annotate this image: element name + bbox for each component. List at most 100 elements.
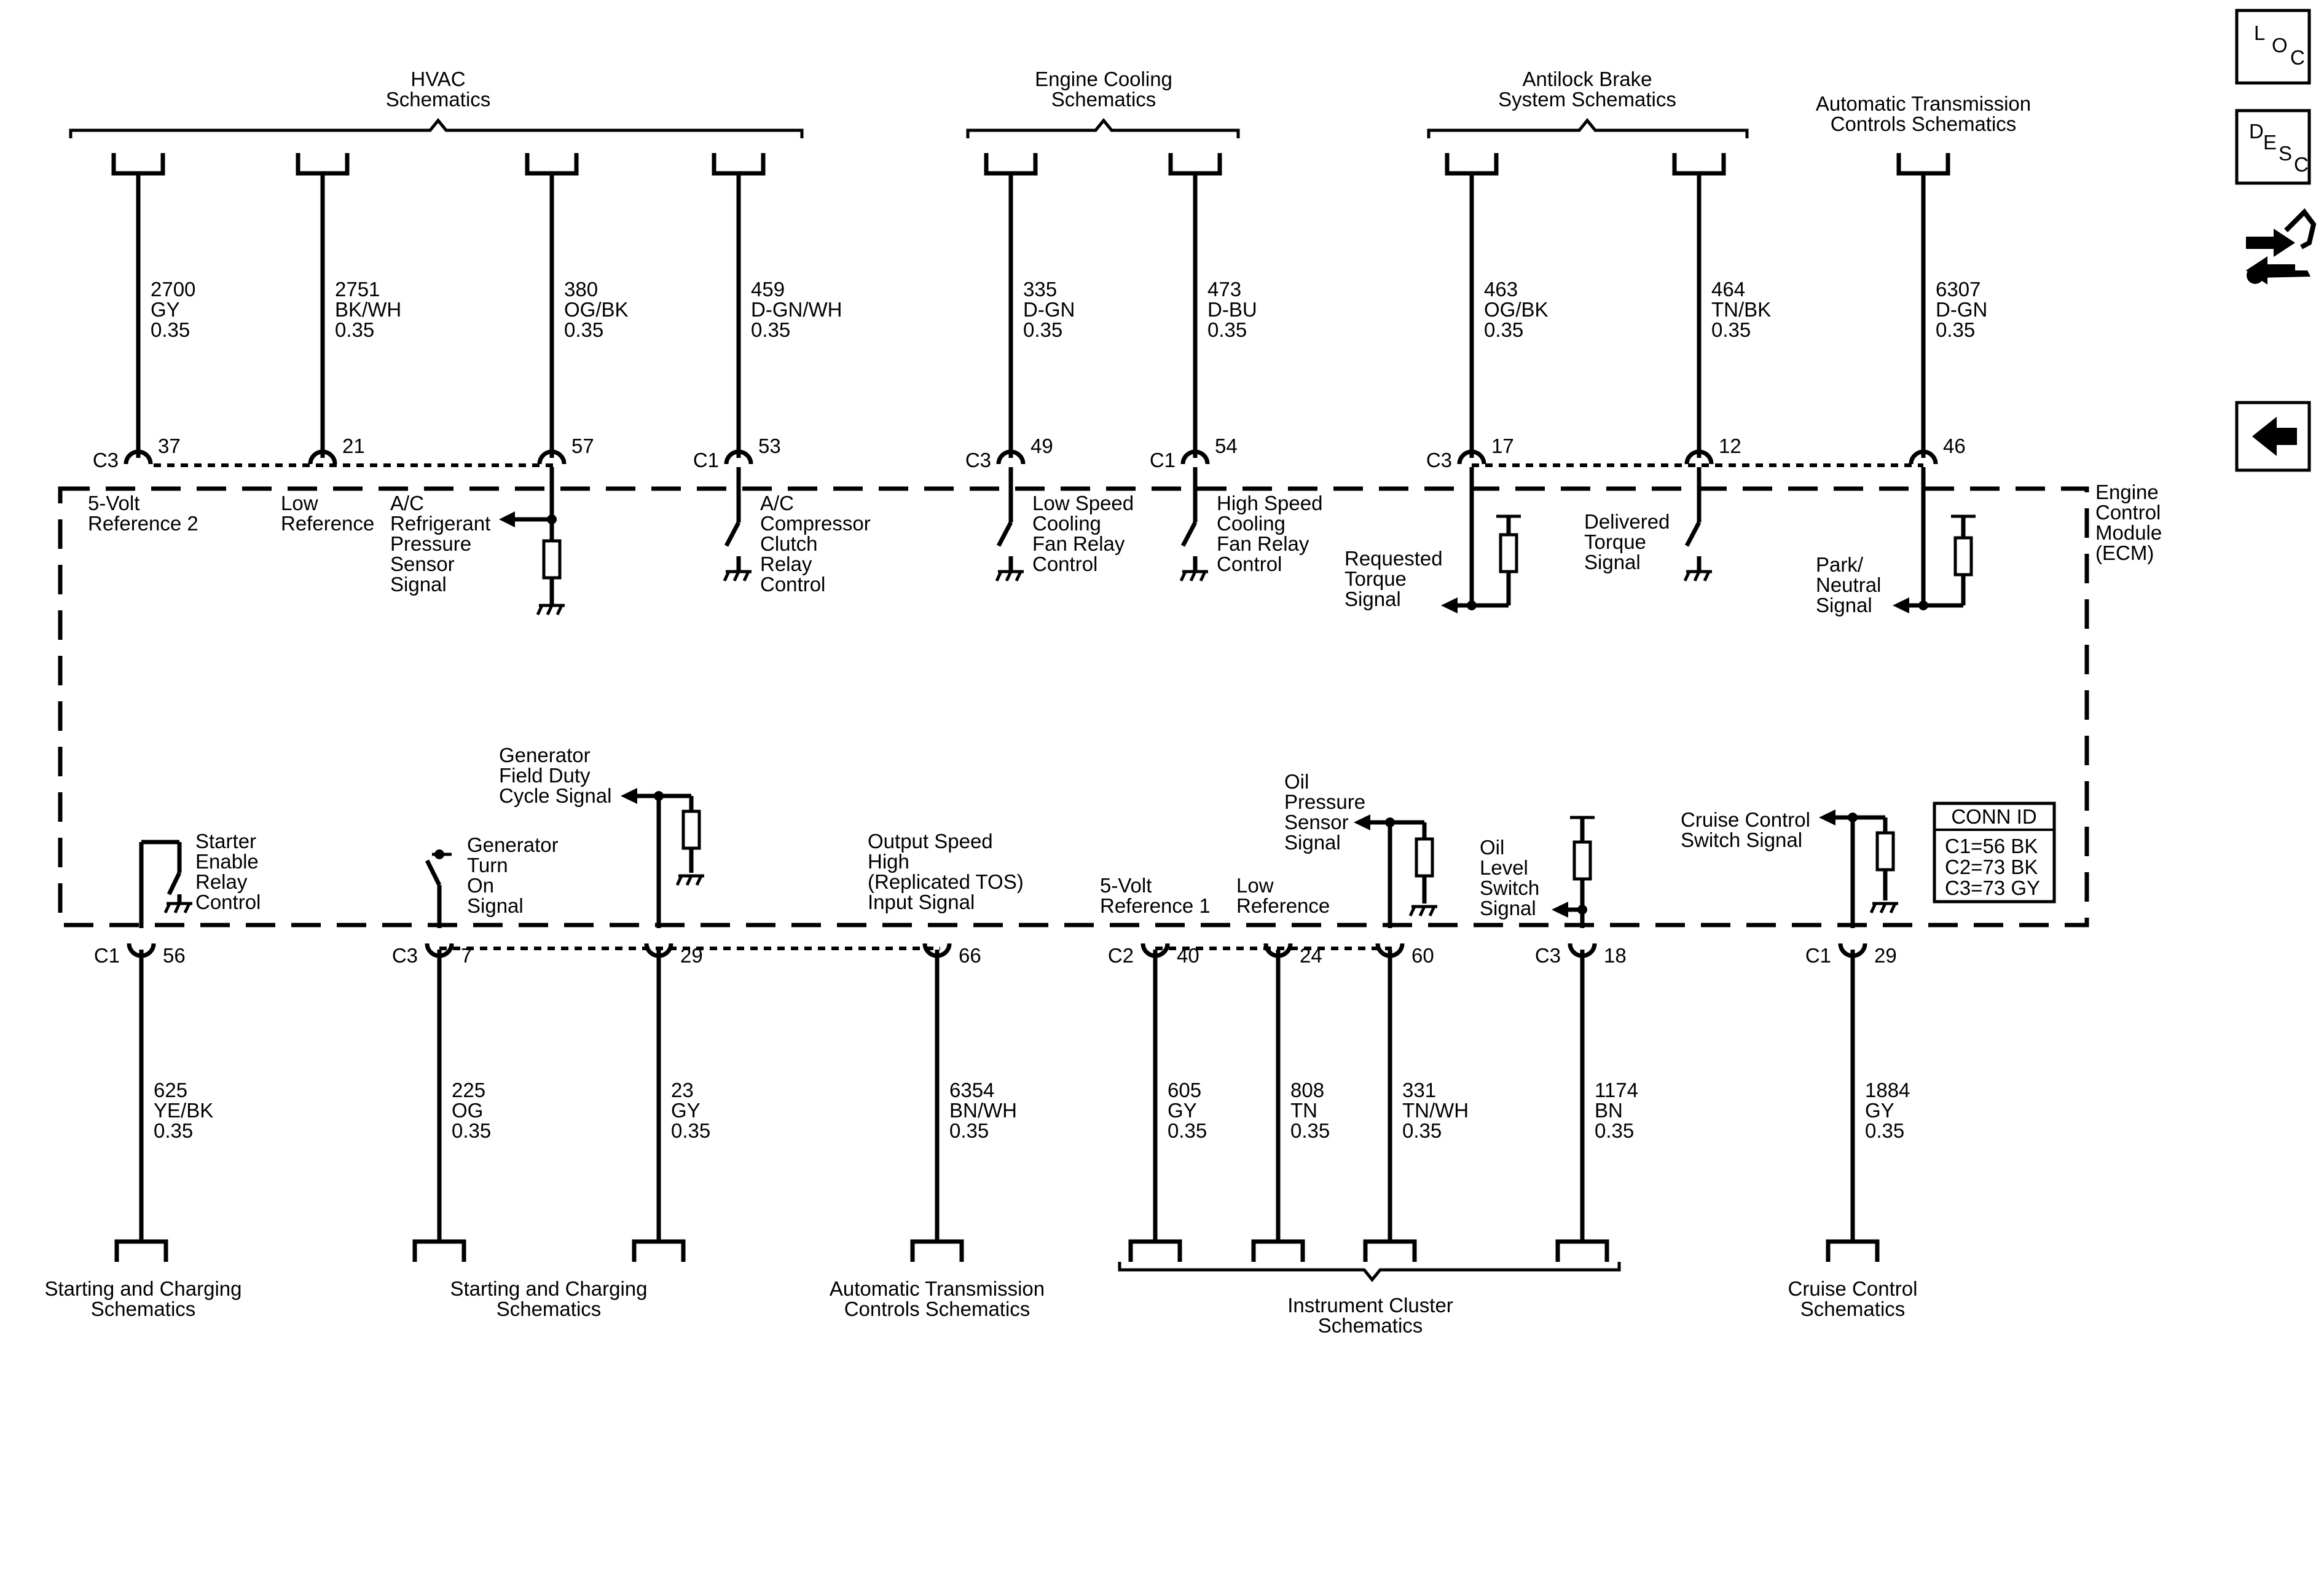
top-signal-label: Signal xyxy=(1816,594,1872,616)
bottom-wire-spec: 23 xyxy=(671,1079,694,1101)
conn-id-title: CONN ID xyxy=(1951,805,2036,828)
bottom-wire-spec: 0.35 xyxy=(1290,1119,1330,1142)
top-signal-label: Fan Relay xyxy=(1217,532,1309,555)
top-pin-number: 54 xyxy=(1215,435,1238,457)
top-wire-spec: 380 xyxy=(564,278,598,301)
top-connector-id: C1 xyxy=(1150,449,1176,471)
bottom-connector-id: C1 xyxy=(1805,944,1831,967)
bottom-group-label: Schematics xyxy=(1800,1297,1906,1320)
bottom-connector-id: C3 xyxy=(1535,944,1561,967)
repair-info-button[interactable] xyxy=(2224,208,2317,285)
top-connector-id: C3 xyxy=(1426,449,1452,471)
top-signal-label: 5-Volt xyxy=(88,492,139,514)
top-signal-label: Sensor xyxy=(390,553,455,575)
bottom-pin-number: 29 xyxy=(680,944,703,967)
conn-id-row: C3=73 GY xyxy=(1945,876,2040,899)
top-signal-label: Signal xyxy=(390,573,447,596)
top-wire-spec: 0.35 xyxy=(1023,318,1062,341)
top-wire-spec: D-GN/WH xyxy=(751,298,842,321)
top-harness-connector xyxy=(525,153,579,176)
top-wire-spec: 464 xyxy=(1711,278,1745,301)
top-group-label: Controls Schematics xyxy=(1831,112,2017,135)
top-connector-id: C1 xyxy=(693,449,719,471)
bottom-signal-label: Enable xyxy=(195,850,259,873)
top-wire-spec: 2751 xyxy=(335,278,380,301)
top-group-label: Antilock Brake xyxy=(1523,68,1652,90)
bottom-wire-spec: OG xyxy=(452,1099,483,1122)
loc-button[interactable] xyxy=(2235,9,2311,85)
high-speed-fan-switch xyxy=(1179,467,1208,582)
top-harness-connector xyxy=(1672,153,1726,176)
bottom-signal-label: Control xyxy=(195,891,261,913)
conn-id-box xyxy=(1933,801,2056,904)
loc-button-letter: L xyxy=(2254,22,2265,44)
bottom-signal-label: Relay xyxy=(195,870,248,893)
bottom-wire-spec: 225 xyxy=(452,1079,485,1101)
bottom-signal-label: (Replicated TOS) xyxy=(868,870,1024,893)
top-signal-label: Fan Relay xyxy=(1032,532,1125,555)
top-signal-label: Cooling xyxy=(1217,512,1286,535)
bottom-pin-number: 24 xyxy=(1300,944,1322,967)
desc-button-letter: D xyxy=(2249,120,2264,143)
top-signal-label: Cooling xyxy=(1032,512,1101,535)
generator-turn-on-switch xyxy=(425,849,452,928)
module-label: Control xyxy=(2095,501,2161,524)
top-wire-spec: 0.35 xyxy=(1207,318,1247,341)
loc-button-letter: O xyxy=(2272,34,2288,57)
top-signal-label: Delivered xyxy=(1584,510,1670,533)
back-button[interactable] xyxy=(2235,401,2311,472)
top-pin-number: 49 xyxy=(1030,435,1053,457)
bottom-signal-label: Signal xyxy=(467,894,524,917)
module-label: (ECM) xyxy=(2095,541,2154,564)
top-wire-spec: D-GN xyxy=(1936,298,1987,321)
top-wire-spec: 0.35 xyxy=(151,318,190,341)
bottom-harness-connector xyxy=(910,1239,964,1262)
top-signal-label: Control xyxy=(1032,553,1097,575)
bottom-pin-number: 56 xyxy=(163,944,186,967)
bottom-harness-connector xyxy=(1555,1239,1609,1262)
bottom-wire-spec: 625 xyxy=(154,1079,187,1101)
bottom-wire-spec: 6354 xyxy=(949,1079,994,1101)
delivered-torque-switch xyxy=(1683,467,1712,582)
top-harness-connector xyxy=(1445,153,1499,176)
bottom-signal-label: Pressure xyxy=(1284,790,1365,813)
top-signal-label: Torque xyxy=(1584,530,1646,553)
top-wire-spec: 0.35 xyxy=(1484,318,1523,341)
module-label: Engine xyxy=(2095,481,2159,503)
top-wire-spec: D-GN xyxy=(1023,298,1075,321)
bottom-harness-connector xyxy=(114,1239,168,1262)
top-wire-spec: OG/BK xyxy=(1484,298,1549,321)
top-signal-label: Signal xyxy=(1584,551,1641,573)
bottom-signal-label: Starter xyxy=(195,830,256,853)
bottom-group-label: Starting and Charging xyxy=(450,1277,647,1300)
top-connector-id: C3 xyxy=(93,449,119,471)
bottom-signal-label: Sensor xyxy=(1284,811,1349,833)
bottom-wire-spec: TN/WH xyxy=(1402,1099,1469,1122)
bottom-signal-label: High xyxy=(868,850,909,873)
bottom-wire-spec: 1884 xyxy=(1865,1079,1910,1101)
bottom-pin-number: 60 xyxy=(1411,944,1434,967)
bottom-signal-label: Field Duty xyxy=(499,764,591,787)
bottom-signal-label: Signal xyxy=(1480,897,1536,919)
bottom-harness-connector xyxy=(632,1239,686,1262)
abs-bracket xyxy=(1427,118,1749,138)
top-pin-number: 53 xyxy=(758,435,781,457)
desc-button-letter: C xyxy=(2294,153,2309,176)
bottom-wire-spec: 0.35 xyxy=(1168,1119,1207,1142)
loc-button-letter: C xyxy=(2290,46,2305,69)
top-pin-number: 46 xyxy=(1943,435,1966,457)
left-arrow-icon xyxy=(2252,417,2297,456)
top-pin-number: 57 xyxy=(571,435,594,457)
desc-button-letter: S xyxy=(2279,142,2292,165)
top-signal-label: Refrigerant xyxy=(390,512,490,535)
top-group-label: Schematics xyxy=(1051,88,1156,111)
bottom-signal-label: Input Signal xyxy=(868,891,975,913)
bottom-pin-number: 18 xyxy=(1604,944,1627,967)
top-signal-label: Low Speed xyxy=(1032,492,1134,514)
desc-button[interactable] xyxy=(2235,109,2311,185)
top-wire-spec: 0.35 xyxy=(564,318,603,341)
bottom-group-label: Controls Schematics xyxy=(844,1297,1030,1320)
bottom-signal-label: Cycle Signal xyxy=(499,784,611,807)
top-wire-spec: GY xyxy=(151,298,180,321)
